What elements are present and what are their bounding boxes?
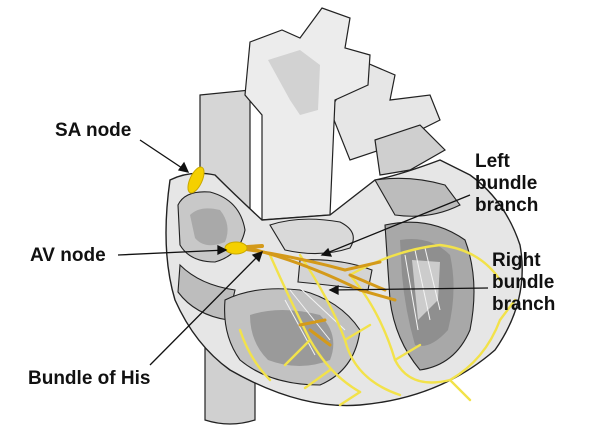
purkinje-fibers xyxy=(238,243,517,407)
av-node-pointer xyxy=(117,249,227,256)
av-node-label: AV node xyxy=(30,245,106,266)
sa-node-label: SA node xyxy=(55,120,132,141)
left-atrium xyxy=(269,177,461,255)
right-bundle-branch-label: Right bundle branch xyxy=(492,250,556,315)
sa-node-shape xyxy=(187,166,205,194)
left-bundle-branch-label: Left bundle branch xyxy=(475,151,539,216)
aorta xyxy=(244,7,371,221)
sa-node-pointer xyxy=(139,139,189,173)
bundle-of-his-label: Bundle of His xyxy=(28,368,151,389)
right-bundle-pointer xyxy=(329,287,489,291)
pointer-lines xyxy=(117,139,489,366)
bundle-of-his-pointer xyxy=(149,251,263,366)
av-node-shape xyxy=(224,241,248,255)
left-ventricle xyxy=(384,221,475,371)
chordae-tendineae xyxy=(284,247,441,356)
left-bundle-pointer xyxy=(321,194,471,256)
